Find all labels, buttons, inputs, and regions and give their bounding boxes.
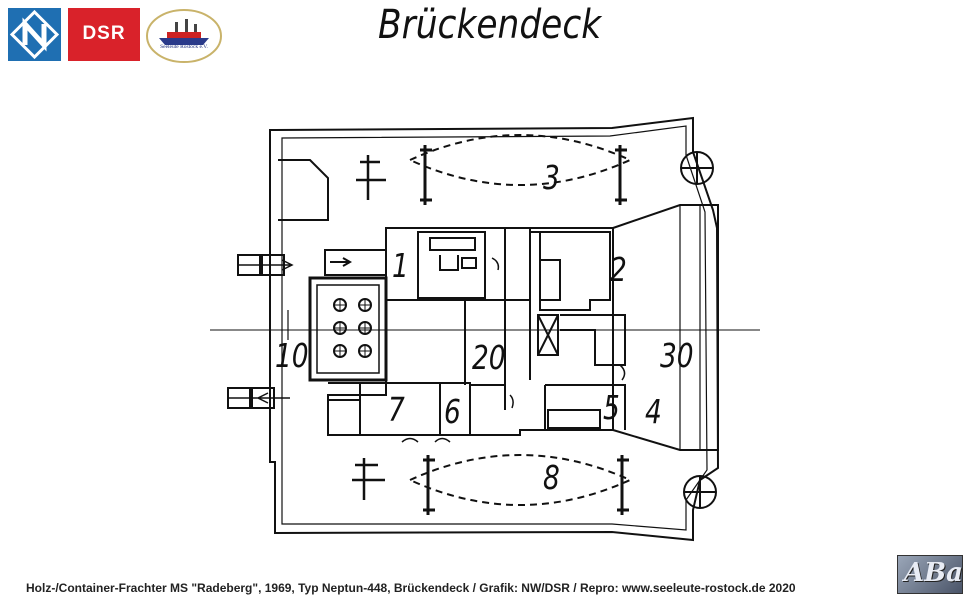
wheelhouse-front [612, 204, 719, 451]
room-30-inner [560, 314, 626, 366]
stair-box [537, 314, 559, 356]
seeleute-rostock-logo: Seeleute Rostock e.V. [145, 8, 223, 64]
room-label-2: 2 [610, 250, 627, 289]
room-label-3: 3 [543, 158, 560, 197]
deck-outline [269, 116, 720, 542]
room-6 [440, 382, 505, 435]
room-7 [328, 382, 441, 435]
lifeboat-3 [356, 134, 633, 205]
neptun-logo [8, 8, 61, 61]
aba-logo-text: ABa [904, 558, 963, 588]
room-1 [385, 228, 506, 301]
bollard-top [680, 151, 714, 185]
image-caption: Holz-/Container-Frachter MS "Radeberg", … [26, 581, 796, 595]
side-cabin [324, 249, 387, 276]
ladder-left-top [237, 254, 294, 276]
room-label-5: 5 [603, 388, 620, 427]
bollard-bottom [683, 475, 717, 509]
room-label-8: 8 [543, 458, 560, 497]
room-label-6: 6 [444, 392, 461, 431]
galley-stove [308, 276, 388, 382]
room-label-4: 4 [645, 392, 662, 431]
deck-outline-inner [281, 125, 708, 531]
room-label-30: 30 [660, 336, 694, 375]
room-2 [530, 231, 611, 311]
corridor [464, 228, 531, 410]
seeleute-logo-text: Seeleute Rostock e.V. [160, 44, 208, 50]
aba-logo: ABa [897, 555, 963, 594]
room-label-20: 20 [472, 338, 506, 377]
room-5 [544, 384, 626, 430]
dsr-logo: DSR [68, 8, 140, 61]
neptun-n-icon [9, 9, 60, 60]
diagram-title: Brückendeck [378, 2, 602, 48]
room-label-10: 10 [275, 336, 309, 375]
room-label-1: 1 [392, 246, 409, 285]
stair-notch [278, 159, 329, 221]
lifeboat-8 [352, 454, 633, 515]
superstructure [327, 227, 614, 436]
ladder-left-bottom [227, 387, 290, 409]
ship-emblem-icon [146, 9, 222, 63]
room-label-7: 7 [388, 390, 405, 429]
dsr-logo-text: DSR [82, 23, 126, 44]
